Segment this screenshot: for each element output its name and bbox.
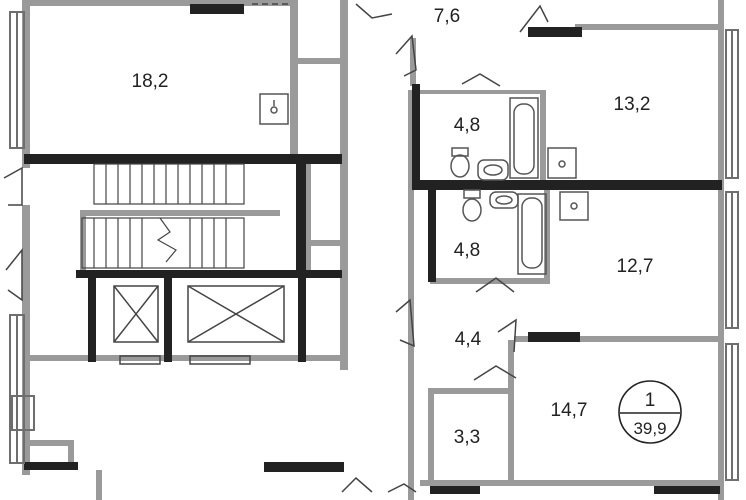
apartment-badge: 1 39,9 <box>618 380 682 444</box>
apartment-number: 1 <box>645 390 656 411</box>
windows <box>9 11 739 481</box>
light-walls <box>22 0 724 500</box>
doors <box>3 3 549 493</box>
toilets <box>450 147 482 222</box>
room-area-label: 18,2 <box>132 71 169 92</box>
dark-walls <box>24 4 722 494</box>
room-area-label: 13,2 <box>614 94 651 115</box>
room-area-label: 4,4 <box>455 329 482 350</box>
apartment-total-area: 39,9 <box>633 419 666 438</box>
room-area-label: 4,8 <box>454 115 480 136</box>
staircase <box>81 163 245 269</box>
elevators <box>113 285 285 365</box>
room-area-label: 3,3 <box>454 427 480 448</box>
room-area-label: 14,7 <box>551 400 588 421</box>
sink-fixtures <box>259 93 589 221</box>
room-labels: 18,2 7,6 13,2 4,8 4,8 12,7 4,4 3,3 14,7 <box>132 6 654 448</box>
room-area-label: 7,6 <box>434 6 460 27</box>
room-area-label: 4,8 <box>454 240 480 261</box>
room-area-label: 12,7 <box>617 256 654 277</box>
bathtubs <box>509 97 547 275</box>
